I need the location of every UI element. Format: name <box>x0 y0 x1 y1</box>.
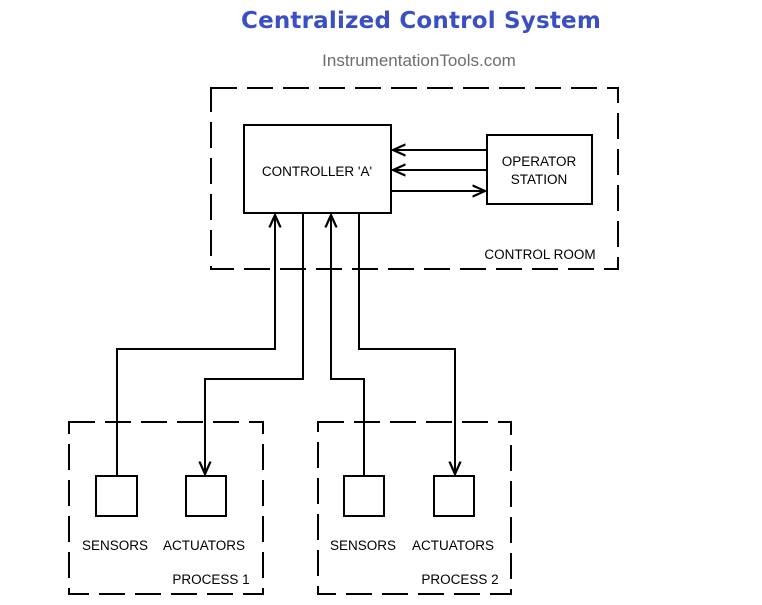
controller-label: CONTROLLER 'A' <box>262 164 372 179</box>
page-title: Centralized Control System <box>240 8 602 34</box>
control-room-boundary <box>210 87 619 270</box>
operator-links <box>391 150 487 191</box>
process2-sensor-signal <box>331 215 365 476</box>
process1-sensor-signal <box>116 215 275 476</box>
process2-actuator-box <box>433 475 475 517</box>
process2-label: PROCESS 2 <box>421 572 498 587</box>
operator-station-label-line1: OPERATOR <box>502 154 577 169</box>
process1-actuator-box <box>185 475 227 517</box>
operator-station-box <box>486 134 593 205</box>
page-subtitle: InstrumentationTools.com <box>322 51 516 70</box>
process1-sensors-label: SENSORS <box>82 538 148 553</box>
process2-sensor-box <box>343 475 385 517</box>
process2-sensors-label: SENSORS <box>330 538 396 553</box>
process2-actuators-label: ACTUATORS <box>412 538 494 553</box>
controller-box <box>243 124 392 214</box>
process1-sensor-box <box>95 475 138 517</box>
process1-boundary <box>68 421 264 595</box>
process1-label: PROCESS 1 <box>172 572 249 587</box>
process2-actuator-signal <box>358 213 455 474</box>
control-room-label: CONTROL ROOM <box>484 247 595 262</box>
process1-actuator-signal <box>205 213 304 474</box>
operator-station-label-line2: STATION <box>511 172 568 187</box>
process1-actuators-label: ACTUATORS <box>163 538 245 553</box>
process2-boundary <box>317 421 512 595</box>
